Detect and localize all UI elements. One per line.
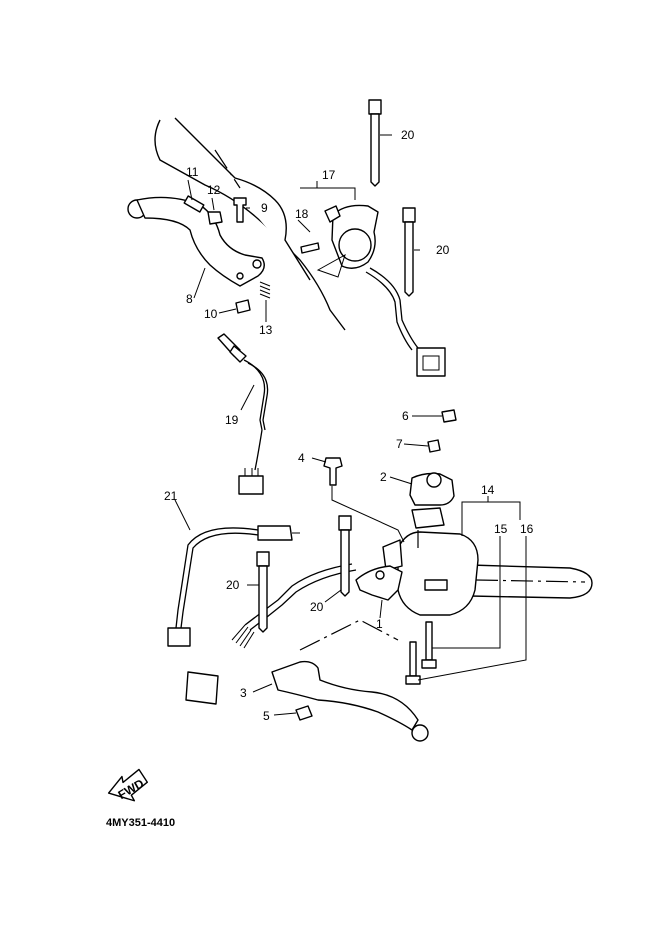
callout-2: 2 — [380, 470, 387, 484]
callout-20-top: 20 — [401, 128, 415, 142]
right-handlebar-grip — [469, 564, 593, 599]
callout-20-center: 20 — [310, 600, 324, 614]
wire-harness — [167, 525, 357, 705]
assembly-lines — [299, 486, 419, 651]
fwd-arrow-icon: FWD — [107, 768, 149, 802]
callout-8: 8 — [186, 292, 193, 306]
lever-holder-clamp — [409, 472, 455, 529]
callout-20-mid: 20 — [436, 243, 450, 257]
callout-12: 12 — [207, 183, 221, 197]
callout-21: 21 — [164, 489, 178, 503]
right-switch-housing — [382, 531, 479, 616]
leader-lines — [174, 134, 527, 716]
small-fasteners — [323, 409, 457, 486]
callout-6: 6 — [402, 409, 409, 423]
lever-hardware — [183, 195, 271, 314]
brake-lever-holder — [355, 565, 403, 601]
cable-ties-upper — [368, 99, 416, 297]
brake-lever — [271, 660, 429, 742]
clutch-lever — [127, 196, 265, 287]
callout-14: 14 — [481, 483, 495, 497]
callout-9: 9 — [261, 201, 268, 215]
brake-switch — [217, 333, 269, 495]
callout-labels: 1 2 3 4 5 6 7 8 9 10 11 12 13 14 15 16 1… — [164, 128, 534, 723]
callout-13: 13 — [259, 323, 273, 337]
callout-4: 4 — [298, 451, 305, 465]
callout-18: 18 — [295, 207, 309, 221]
callout-16: 16 — [520, 522, 534, 536]
callout-1: 1 — [376, 617, 383, 631]
cable-ties-lower — [256, 515, 352, 633]
callout-15: 15 — [494, 522, 508, 536]
callout-7: 7 — [396, 437, 403, 451]
callout-11: 11 — [186, 165, 199, 179]
upper-switch-assembly — [300, 204, 446, 377]
callout-10: 10 — [204, 307, 218, 321]
diagram-code: 4MY351-4410 — [106, 817, 175, 829]
callout-3: 3 — [240, 686, 247, 700]
callout-20-left: 20 — [226, 578, 240, 592]
callout-17: 17 — [322, 168, 336, 182]
callout-5: 5 — [263, 709, 270, 723]
callout-19: 19 — [225, 413, 239, 427]
housing-screws — [405, 621, 437, 685]
